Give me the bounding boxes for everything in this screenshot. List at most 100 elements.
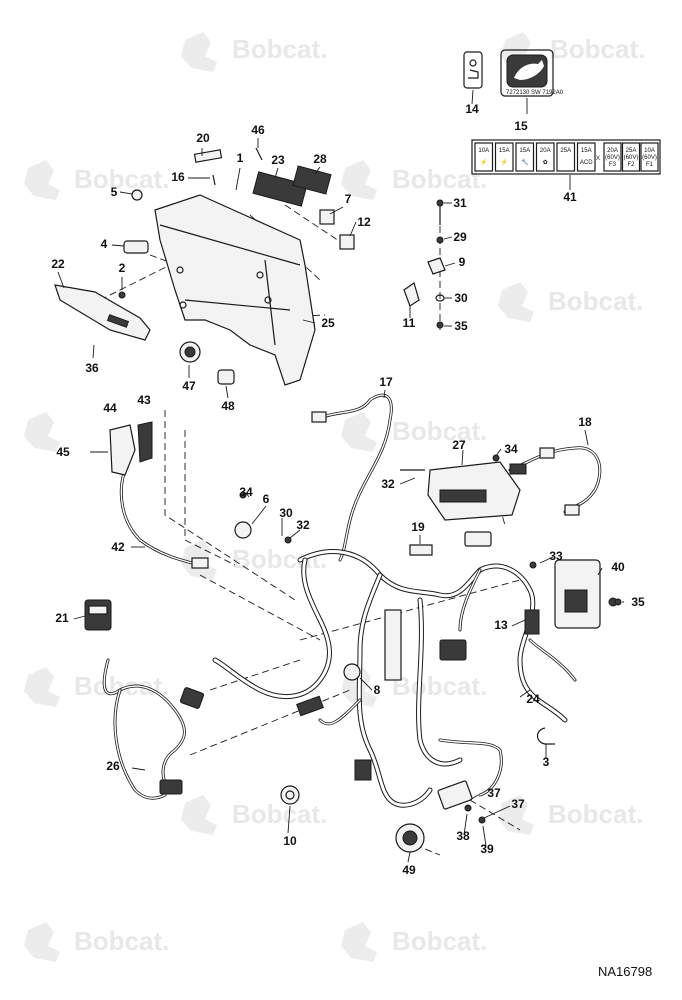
callout-5: 5 — [111, 185, 118, 199]
bobcat-watermark-logo — [498, 795, 534, 835]
fuse-cell — [474, 142, 494, 172]
callout-19: 19 — [411, 520, 425, 534]
watermark-text: Bobcat. — [232, 34, 327, 64]
bobcat-watermark-logo — [24, 412, 60, 452]
callout-29: 29 — [453, 230, 467, 244]
watermark-text: Bobcat. — [392, 416, 487, 446]
callout-30-repeat: 30 — [279, 506, 293, 520]
high-fuse-text: F2 — [627, 162, 635, 168]
callout-36: 36 — [85, 361, 99, 375]
callout-26: 26 — [106, 759, 120, 773]
module-27 — [400, 461, 521, 521]
watermark-text: Bobcat. — [232, 799, 327, 829]
callout-10: 10 — [283, 834, 297, 848]
callout-17: 17 — [379, 375, 393, 389]
callout-30: 30 — [454, 291, 468, 305]
callout-22: 22 — [51, 257, 65, 271]
callout-45: 45 — [56, 445, 70, 459]
bobcat-watermark-logo — [498, 282, 534, 322]
watermark-text: Bobcat. — [392, 164, 487, 194]
harness-17 — [311, 393, 393, 562]
fuse-symbol: ACD — [580, 160, 593, 166]
high-fuse-text: (60V) — [624, 155, 639, 161]
harness-42 — [119, 468, 209, 569]
module-40 — [554, 559, 618, 629]
callout-6: 6 — [263, 492, 270, 506]
callout-2: 2 — [119, 261, 126, 275]
callout-20: 20 — [196, 131, 210, 145]
fuse-symbol: ⚡ — [501, 158, 508, 166]
callout-46: 46 — [251, 123, 265, 137]
high-fuse-text: (60V) — [605, 155, 620, 161]
callout-12: 12 — [357, 215, 371, 229]
fuse-amps: 20A — [540, 148, 551, 154]
connector-21 — [84, 599, 112, 631]
callout-39: 39 — [480, 842, 494, 856]
bobcat-watermark-logo — [181, 32, 217, 72]
fuse-symbol: ⚡ — [480, 158, 487, 166]
callout-35: 35 — [631, 595, 645, 609]
bobcat-watermark-logo — [341, 412, 377, 452]
fuse-cell — [576, 142, 596, 172]
decal-15-caption: 7272130 SW 7192A0 — [506, 90, 564, 96]
callout-44: 44 — [103, 401, 117, 415]
watermark-text: Bobcat. — [550, 34, 645, 64]
callout-21: 21 — [55, 611, 69, 625]
main-harness — [212, 549, 577, 808]
high-fuse-text: F3 — [609, 162, 617, 168]
callout-4: 4 — [101, 237, 108, 251]
watermark-text: Bobcat. — [548, 286, 643, 316]
fuse-cell — [494, 142, 514, 172]
drawing-number: NA16798 — [598, 964, 652, 979]
fuse-amps: 15A — [499, 148, 510, 154]
misc-parts — [234, 454, 622, 853]
watermark-layer: Bobcat. Bobcat. Bobcat. Bobcat. Bobcat. … — [24, 32, 645, 962]
bobcat-watermark-logo — [341, 922, 377, 962]
fuse-amps: 10A — [478, 148, 489, 154]
watermark-text: Bobcat. — [74, 926, 169, 956]
bobcat-watermark-logo — [341, 160, 377, 200]
callout-41: 41 — [563, 190, 577, 204]
callout-16: 16 — [171, 170, 185, 184]
fuse-amps: 15A — [519, 148, 530, 154]
watermark-text: Bobcat. — [392, 926, 487, 956]
high-fuse-cell — [640, 142, 659, 172]
callout-28: 28 — [313, 152, 327, 166]
bracket-22 — [54, 284, 151, 341]
callout-7: 7 — [345, 192, 352, 206]
fuse-symbol: 🔧 — [521, 158, 528, 166]
bobcat-watermark-logo — [181, 795, 217, 835]
callout-layer: 1234567891011121314151617181920212223242… — [51, 102, 645, 877]
switch-43-44 — [90, 421, 153, 476]
callout-38: 38 — [456, 829, 470, 843]
high-fuse-text: 25A — [626, 148, 637, 154]
high-fuse-text: F1 — [646, 162, 654, 168]
fuse-x-mark: X — [596, 156, 600, 162]
callout-33: 33 — [549, 549, 563, 563]
high-fuse-text: 10A — [644, 148, 655, 154]
callout-34: 34 — [504, 442, 518, 456]
watermark-text: Bobcat. — [74, 671, 169, 701]
bobcat-watermark-logo — [24, 667, 60, 707]
callout-37-repeat: 37 — [511, 797, 525, 811]
watermark-text: Bobcat. — [232, 544, 327, 574]
high-fuse-cell — [621, 142, 641, 172]
callout-25: 25 — [321, 316, 335, 330]
callout-42: 42 — [111, 540, 125, 554]
callout-43: 43 — [137, 393, 151, 407]
fuse-symbol: ✿ — [543, 159, 548, 166]
callout-35-repeat: 35 — [454, 319, 468, 333]
callout-13: 13 — [494, 618, 508, 632]
dash-panel-25 — [154, 194, 316, 386]
fuse-cell — [515, 142, 535, 172]
harness-26 — [102, 658, 205, 800]
callout-11: 11 — [403, 316, 416, 330]
callout-23: 23 — [271, 153, 285, 167]
leader-lines — [57, 89, 624, 863]
callout-18: 18 — [578, 415, 592, 429]
callout-3: 3 — [543, 755, 550, 769]
top-small-parts — [118, 147, 355, 385]
high-fuse-text: 20A — [607, 148, 618, 154]
bobcat-watermark-logo — [24, 160, 60, 200]
